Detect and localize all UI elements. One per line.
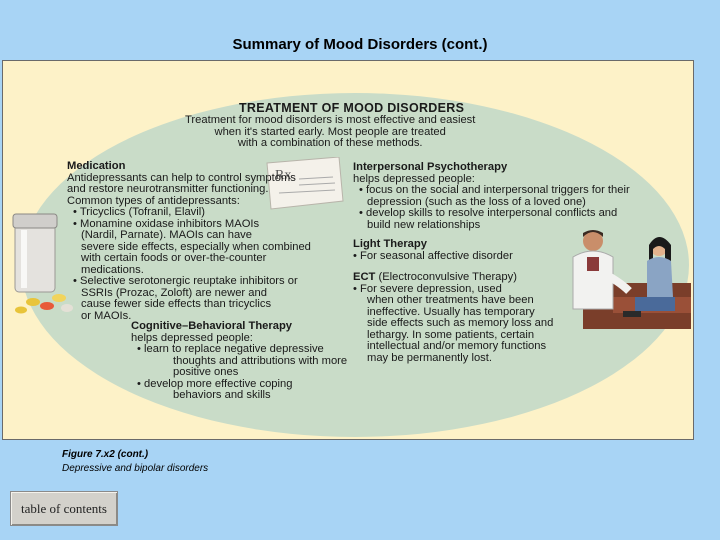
medication-line: • Selective serotonergic reuptake inhibi… (73, 275, 298, 287)
intro-line: when it's started early. Most people are… (214, 125, 446, 138)
ect-line: ineffective. Usually has temporary (367, 305, 535, 318)
cbt-line: • learn to replace negative depressive (137, 343, 324, 355)
figure-caption-subtitle: Depressive and bipolar disorders (62, 463, 209, 474)
medication-line: severe side effects, especially when com… (81, 240, 311, 253)
intro-line: with a combination of these methods. (237, 137, 423, 149)
ect-line: intellectual and/or memory functions (367, 340, 547, 352)
cbt-line: helps depressed people: (131, 331, 253, 344)
cbt-line: thoughts and attributions with more (173, 354, 348, 367)
ect-section: ECT (Electroconvulsive Therapy) • For se… (353, 271, 554, 364)
cbt-line: • develop more effective coping (137, 377, 293, 390)
medication-line: or MAOIs. (81, 309, 132, 322)
cbt-line: positive ones (173, 366, 239, 378)
pill-bottle-illustration (12, 213, 73, 314)
figure-panel: TREATMENT OF MOOD DISORDERS Treatment fo… (2, 60, 694, 440)
ect-line: • For severe depression, used (353, 282, 502, 295)
light-therapy-section: Light Therapy • For seasonal affective d… (353, 238, 513, 262)
medication-line: with certain foods or over-the-counter (81, 252, 267, 264)
light-therapy-line: • For seasonal affective disorder (353, 249, 513, 262)
figure-title: TREATMENT OF MOOD DISORDERS (239, 101, 465, 115)
ect-line: may be permanently lost. (367, 351, 492, 364)
interpersonal-section: Interpersonal Psychotherapy helps depres… (353, 161, 630, 231)
medication-line: and restore neurotransmitter functioning… (67, 183, 269, 195)
light-therapy-heading: Light Therapy (353, 238, 427, 250)
figure-intro: Treatment for mood disorders is most eff… (185, 114, 476, 150)
medication-line: • Monamine oxidase inhibitors MAOIs (73, 217, 260, 230)
prescription-paper-illustration: Rx (266, 157, 344, 210)
slide-title: Summary of Mood Disorders (cont.) (232, 36, 488, 53)
cbt-line: behaviors and skills (173, 389, 271, 401)
ect-line: side effects such as memory loss and (367, 317, 554, 329)
interpersonal-line: helps depressed people: (353, 172, 475, 185)
interpersonal-line: depression (such as the loss of a loved … (367, 195, 586, 208)
interpersonal-heading: Interpersonal Psychotherapy (353, 161, 508, 173)
medication-line: • Tricyclics (Tofranil, Elavil) (73, 206, 205, 218)
medication-line: Antidepressants can help to control symp… (67, 171, 296, 184)
rx-symbol: Rx (275, 168, 291, 183)
interpersonal-line: • develop skills to resolve interpersona… (359, 207, 618, 219)
ect-line: when other treatments have been (367, 294, 534, 306)
medication-heading: Medication (67, 160, 126, 172)
interpersonal-line: build new relationships (367, 218, 481, 231)
table-of-contents-button[interactable]: table of contents (10, 491, 118, 526)
ect-heading: ECT (353, 271, 376, 283)
medication-line: SSRIs (Prozac, Zoloft) are newer and (81, 286, 267, 299)
ect-line: lethargy. In some patients, certain (367, 328, 535, 341)
intro-line: Treatment for mood disorders is most eff… (185, 114, 476, 126)
medication-line: cause fewer side effects than tricyclics (81, 298, 272, 310)
medication-line: (Nardil, Parnate). MAOIs can have (81, 229, 252, 241)
medication-line: medications. (81, 263, 144, 276)
figure-caption-title: Figure 7.x2 (cont.) (62, 449, 149, 460)
cbt-heading: Cognitive–Behavioral Therapy (131, 320, 293, 332)
interpersonal-line: • focus on the social and interpersonal … (359, 184, 630, 196)
medication-section: Medication Antidepressants can help to c… (67, 160, 311, 322)
medication-line: Common types of antidepressants: (67, 194, 240, 207)
therapy-session-illustration (572, 230, 691, 329)
cbt-section: Cognitive–Behavioral Therapy helps depre… (131, 320, 348, 402)
ect-subtitle: (Electroconvulsive Therapy) (378, 271, 517, 283)
